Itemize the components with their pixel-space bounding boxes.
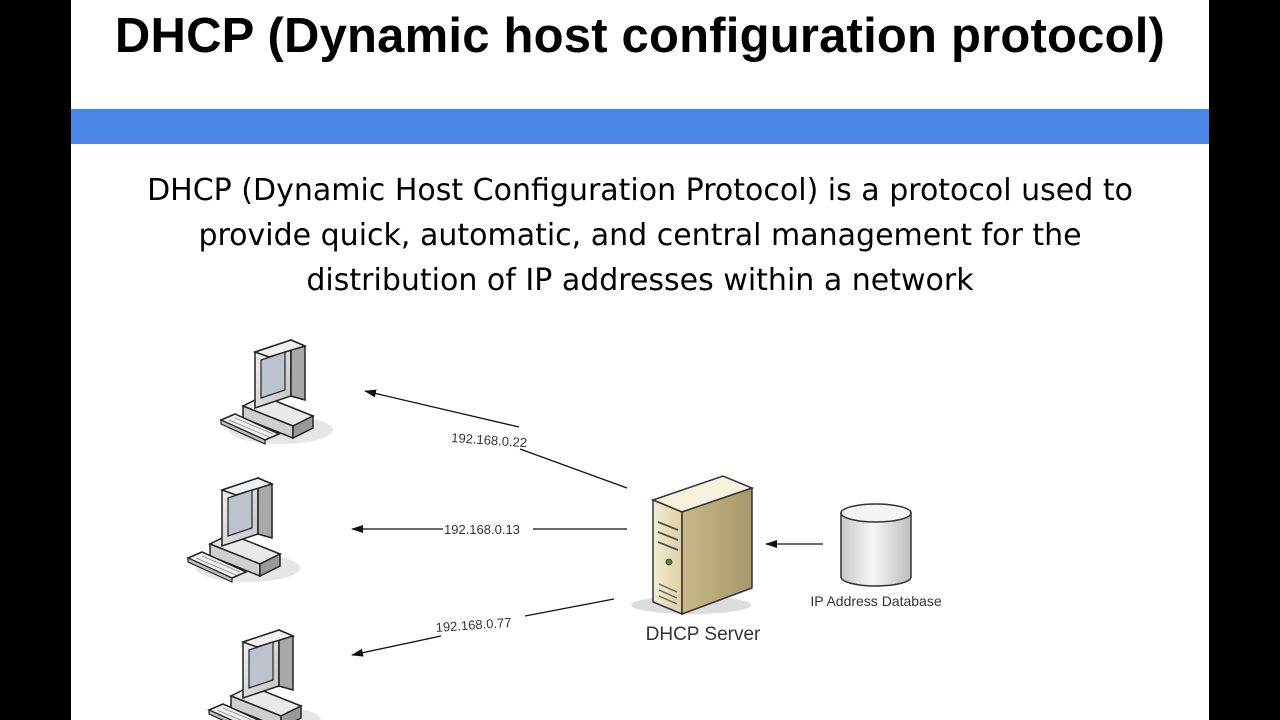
server-icon xyxy=(631,475,755,616)
arrow-line-client-3 xyxy=(524,598,615,617)
computer-icon xyxy=(187,477,301,583)
database-label: IP Address Database xyxy=(810,593,941,609)
description-line-3: distribution of IP addresses within a ne… xyxy=(306,263,974,298)
ip-label-3: 192.168.0.77 xyxy=(435,615,512,635)
description-line-1: DHCP (Dynamic Host Configuration Protoco… xyxy=(147,173,1133,208)
dhcp-diagram: 192.168.0.22 192.168.0.13 192.168.0.77 D… xyxy=(187,339,942,720)
description: DHCP (Dynamic Host Configuration Protoco… xyxy=(111,168,1169,303)
arrow-to-client-1 xyxy=(364,389,520,428)
description-line-2: provide quick, automatic, and central ma… xyxy=(198,218,1082,253)
accent-bar xyxy=(71,109,1209,144)
database-icon xyxy=(840,503,912,587)
computer-icon xyxy=(208,629,322,720)
server-label: DHCP Server xyxy=(646,624,761,645)
arrow-line-client-1 xyxy=(519,448,628,489)
slide: DHCP (Dynamic host configuration protoco… xyxy=(71,0,1209,720)
computer-icon xyxy=(220,339,334,445)
slide-title: DHCP (Dynamic host configuration protoco… xyxy=(114,9,1166,63)
ip-label-2: 192.168.0.13 xyxy=(444,522,520,537)
ip-label-1: 192.168.0.22 xyxy=(451,430,528,450)
arrow-to-client-3 xyxy=(351,635,442,657)
